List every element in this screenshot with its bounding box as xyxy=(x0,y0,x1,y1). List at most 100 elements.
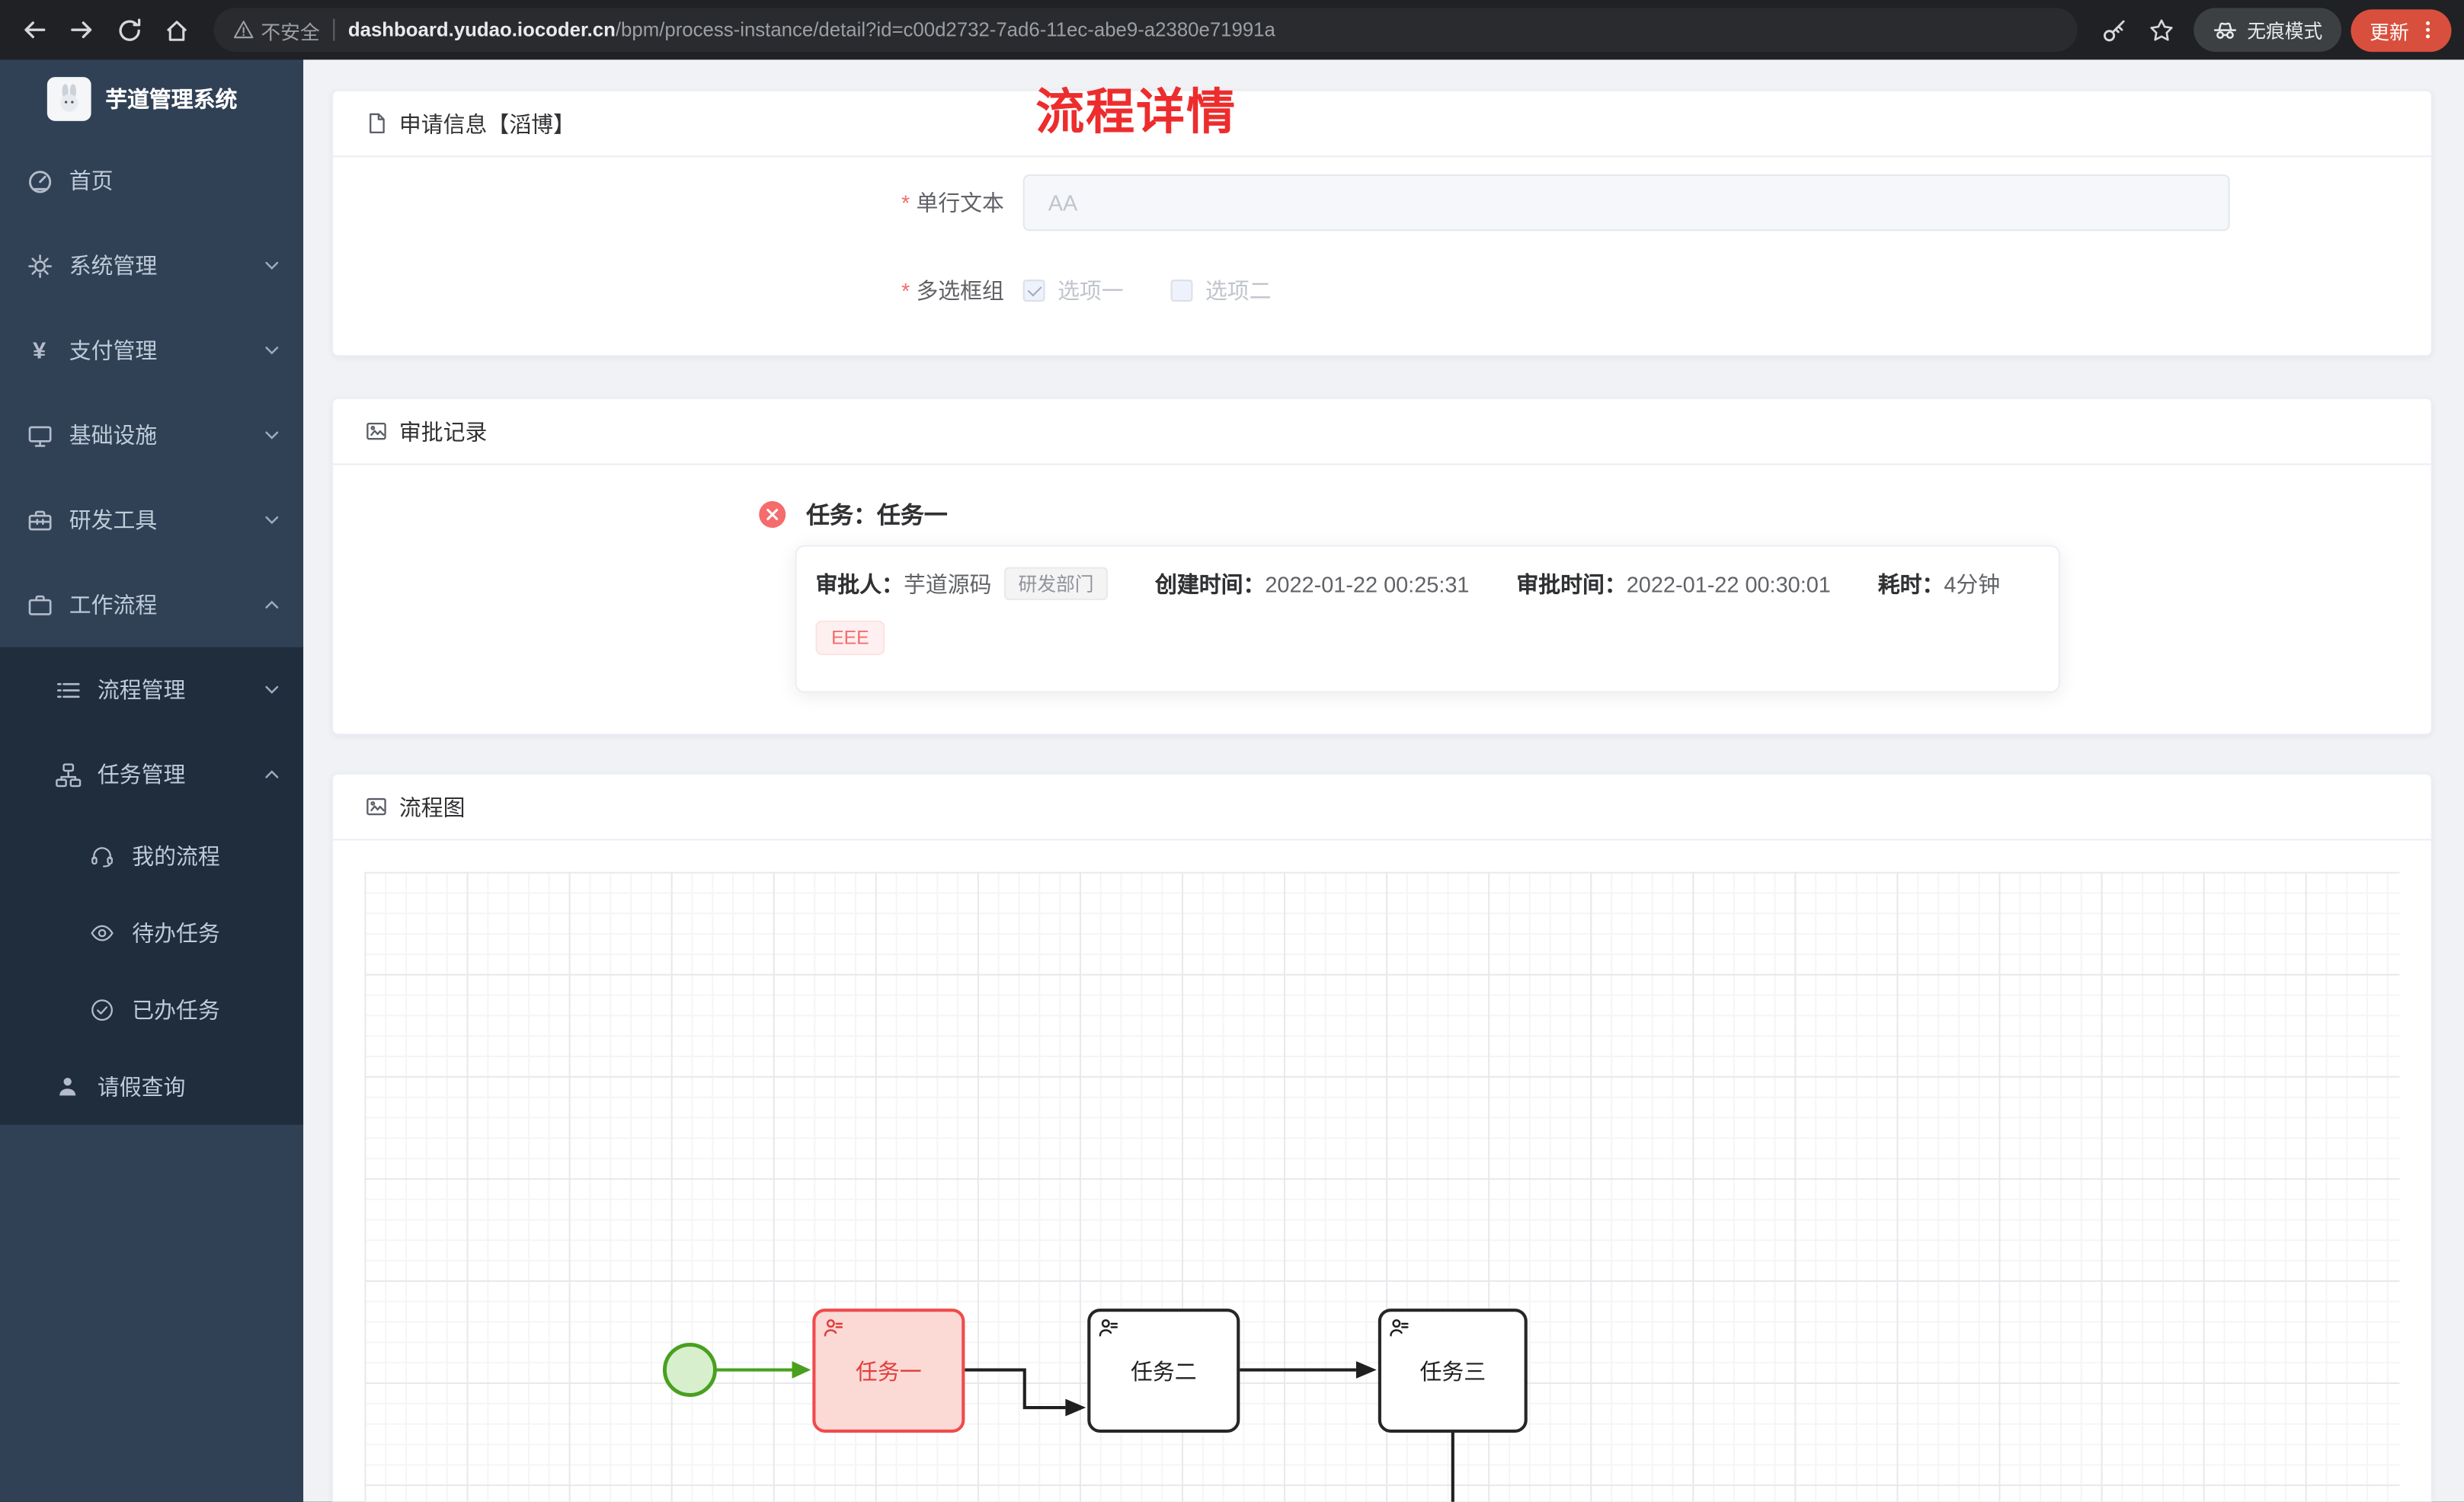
chevron-up-icon xyxy=(262,596,281,615)
checkbox-unchecked-icon xyxy=(1170,280,1193,302)
apply-form: *单行文本 *多选框组 选项一 选项二 xyxy=(333,157,2430,318)
yen-icon: ¥ xyxy=(32,337,46,364)
list-icon xyxy=(53,676,82,704)
picture-icon xyxy=(365,420,389,443)
approval-detail-box: 审批人： 芋道源码 研发部门 创建时间： 2022-01-22 00:25:31… xyxy=(795,545,2060,693)
update-button[interactable]: 更新 xyxy=(2350,8,2452,52)
dept-tag: 研发部门 xyxy=(1003,567,1109,600)
sidebar-item-home[interactable]: 首页 xyxy=(0,139,303,223)
sidebar-item-label: 已办任务 xyxy=(132,996,220,1022)
apply-info-title: 申请信息【滔博】 xyxy=(398,110,575,136)
approval-record-card: 审批记录 任务：任务一 审批人： 芋道源码 研发部门 xyxy=(331,397,2433,736)
security-label: 不安全 xyxy=(261,21,320,43)
required-mark: * xyxy=(901,190,910,216)
chevron-down-icon xyxy=(262,341,281,360)
checkbox-label: 选项二 xyxy=(1205,278,1272,304)
sidebar-item-label: 流程管理 xyxy=(97,676,186,702)
sidebar-item-process-management[interactable]: 流程管理 xyxy=(0,647,303,732)
duration-value: 4分钟 xyxy=(1944,570,2001,596)
back-arrow-icon xyxy=(24,21,46,39)
process-diagram-card: 流程图 xyxy=(331,772,2433,1502)
duration-label: 耗时： xyxy=(1877,570,1944,596)
checkbox-option-2: 选项二 xyxy=(1170,275,1272,306)
apply-info-card-header: 申请信息【滔博】 xyxy=(333,91,2431,158)
required-mark: * xyxy=(901,278,910,304)
toolbox-icon xyxy=(25,506,53,534)
menu-dots-icon[interactable] xyxy=(2417,19,2439,41)
sidebar-item-todo-tasks[interactable]: 待办任务 xyxy=(0,894,303,971)
sidebar-item-workflow[interactable]: 工作流程 xyxy=(0,562,303,647)
apply-info-card: 申请信息【滔博】 *单行文本 *多选框组 选项一 xyxy=(331,89,2433,357)
sidebar-item-label: 系统管理 xyxy=(69,253,158,279)
sidebar-item-payment[interactable]: ¥ 支付管理 xyxy=(0,308,303,392)
dashboard-icon xyxy=(25,167,53,195)
not-secure-warning-icon xyxy=(232,19,254,41)
home-button[interactable] xyxy=(154,8,198,52)
page-title: 流程详情 xyxy=(1035,85,1237,140)
sidebar-item-leave-query[interactable]: 请假查询 xyxy=(0,1048,303,1125)
app-logo: 芋道管理系统 xyxy=(0,59,303,138)
approved-time: 2022-01-22 00:30:01 xyxy=(1626,570,1831,596)
sidebar-item-label: 研发工具 xyxy=(69,507,158,533)
single-line-text-input xyxy=(1022,174,2230,232)
diagram-body: 任务一 任务二 任务三 xyxy=(333,840,2430,1502)
created-time: 2022-01-22 00:25:31 xyxy=(1265,570,1470,596)
monitor-icon xyxy=(25,421,53,449)
sidebar-item-devtools[interactable]: 研发工具 xyxy=(0,478,303,562)
created-group: 创建时间： 2022-01-22 00:25:31 xyxy=(1155,568,1470,599)
home-icon xyxy=(165,20,187,40)
sidebar-item-task-management[interactable]: 任务管理 xyxy=(0,732,303,817)
sidebar-item-infrastructure[interactable]: 基础设施 xyxy=(0,393,303,478)
document-icon xyxy=(365,111,389,135)
approved-label: 审批时间： xyxy=(1516,570,1627,596)
chevron-down-icon xyxy=(262,510,281,529)
form-row-checkbox-group: *多选框组 选项一 选项二 xyxy=(333,262,2430,318)
chevron-down-icon xyxy=(262,256,281,275)
approved-group: 审批时间： 2022-01-22 00:30:01 xyxy=(1516,568,1831,599)
bpmn-task-node-3: 任务三 xyxy=(1378,1309,1528,1433)
address-divider xyxy=(332,18,334,41)
approver-group: 审批人： 芋道源码 研发部门 xyxy=(815,567,1109,600)
sidebar-item-label: 任务管理 xyxy=(97,762,186,788)
chevron-down-icon xyxy=(262,680,281,699)
sidebar-item-label: 请假查询 xyxy=(97,1073,186,1099)
approver-label: 审批人： xyxy=(815,570,904,596)
incognito-spy-icon xyxy=(2213,22,2237,39)
created-label: 创建时间： xyxy=(1154,570,1266,596)
approval-body: 任务：任务一 审批人： 芋道源码 研发部门 创建时间： 2022-01-22 0… xyxy=(333,465,2430,736)
sidebar: 芋道管理系统 首页 系统管理 ¥ 支付管理 基础设施 xyxy=(0,59,304,1502)
main-content: 流程详情 申请信息【滔博】 *单行文本 *多选框组 xyxy=(303,59,2464,1502)
bpmn-canvas[interactable]: 任务一 任务二 任务三 xyxy=(364,871,2400,1502)
password-manager-button[interactable] xyxy=(2093,8,2137,52)
user-task-icon xyxy=(1389,1318,1410,1338)
bpmn-task-node-2: 任务二 xyxy=(1087,1309,1240,1433)
back-button[interactable] xyxy=(13,8,57,52)
url-path: /bpm/process-instance/detail?id=c00d2732… xyxy=(615,18,1275,41)
timeline-item: 任务：任务一 xyxy=(759,498,948,531)
bpmn-task-node-1: 任务一 xyxy=(812,1309,965,1433)
address-bar[interactable]: 不安全 dashboard.yudao.iocoder.cn /bpm/proc… xyxy=(213,8,2078,53)
picture-icon xyxy=(365,795,389,819)
checkbox-checked-icon xyxy=(1022,280,1045,302)
sidebar-item-my-process[interactable]: 我的流程 xyxy=(0,817,303,894)
bookmark-button[interactable] xyxy=(2140,8,2184,52)
checkbox-label: 选项一 xyxy=(1058,278,1124,304)
gear-icon xyxy=(25,251,53,280)
comment-tag: EEE xyxy=(815,620,885,656)
sidebar-item-done-tasks[interactable]: 已办任务 xyxy=(0,971,303,1048)
sidebar-item-label: 首页 xyxy=(69,168,114,193)
headset-icon xyxy=(88,841,117,869)
sidebar-item-label: 工作流程 xyxy=(69,592,158,618)
incognito-badge[interactable]: 无痕模式 xyxy=(2194,8,2342,53)
task-label: 任务一 xyxy=(856,1358,922,1384)
sidebar-item-system[interactable]: 系统管理 xyxy=(0,223,303,308)
chevron-up-icon xyxy=(262,765,281,784)
task-error-icon xyxy=(759,500,786,528)
forward-arrow-icon xyxy=(71,21,92,39)
forward-button[interactable] xyxy=(59,8,104,52)
checkbox-option-1: 选项一 xyxy=(1022,275,1124,306)
sidebar-item-label: 基础设施 xyxy=(69,422,158,448)
update-label: 更新 xyxy=(2370,21,2409,43)
check-circle-icon xyxy=(88,995,117,1024)
reload-button[interactable] xyxy=(107,8,151,52)
